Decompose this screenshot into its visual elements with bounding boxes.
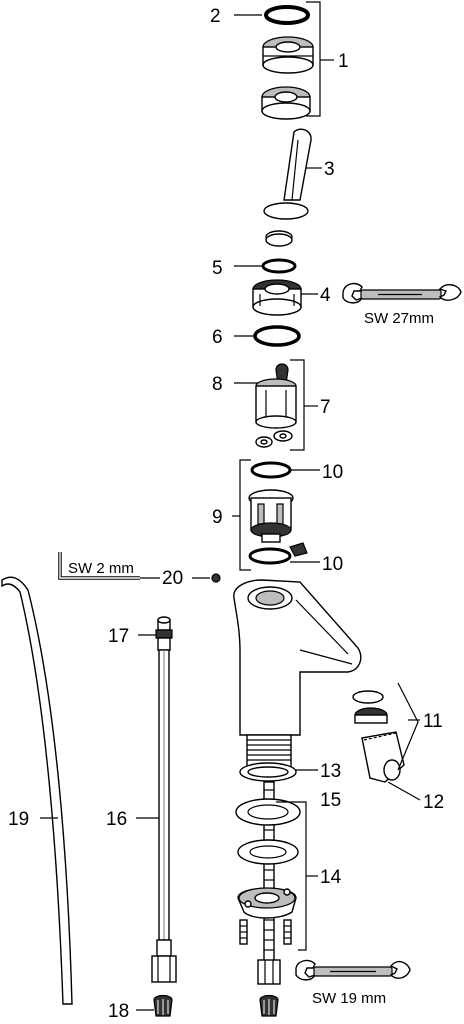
part-18-strainer-left xyxy=(153,994,173,1017)
part-15-washer xyxy=(235,798,301,826)
rod-hex-nut xyxy=(257,959,281,985)
part-13-gasket xyxy=(239,762,297,782)
part-10-o-ring-lower xyxy=(248,547,292,565)
callout-9: 9 xyxy=(212,507,223,528)
part-20-grub-screw xyxy=(211,573,221,583)
part-7-seals xyxy=(255,430,293,448)
part-14-mounting-plate xyxy=(237,887,297,919)
callout-10-upper: 10 xyxy=(322,462,343,483)
part-14-washer xyxy=(237,839,299,865)
callout-16: 16 xyxy=(106,809,127,830)
wrench-icon-19mm xyxy=(295,959,411,981)
part-9-diverter-body xyxy=(248,489,294,543)
allen-key-icon xyxy=(58,552,140,580)
callout-1: 1 xyxy=(338,51,349,72)
part-small-ring xyxy=(265,230,293,247)
callout-7: 7 xyxy=(320,397,331,418)
part-19-pop-up-rod xyxy=(1,576,73,1005)
allen-key-size-label: SW 2 mm xyxy=(68,560,134,577)
part-4-nut xyxy=(252,279,302,316)
part-5-o-ring xyxy=(261,258,297,274)
callout-2: 2 xyxy=(210,6,221,27)
part-18-strainer-right xyxy=(259,994,279,1017)
part-1-upper-bushing xyxy=(262,36,314,74)
callout-17: 17 xyxy=(108,626,129,647)
callout-18: 18 xyxy=(108,1001,129,1022)
callout-3: 3 xyxy=(324,159,335,180)
callout-6: 6 xyxy=(212,327,223,348)
callout-5: 5 xyxy=(212,258,223,279)
callout-11: 11 xyxy=(423,711,443,732)
callout-14: 14 xyxy=(320,867,342,888)
callout-13: 13 xyxy=(320,761,341,782)
wrench-size-label-27mm: SW 27mm xyxy=(364,310,434,327)
part-3-lever-handle xyxy=(263,128,312,220)
part-12-aerator-housing xyxy=(361,731,405,783)
part-14-screws xyxy=(239,919,292,945)
part-small-clip xyxy=(289,542,308,557)
part-11-aerator-ring xyxy=(352,690,384,704)
bracket-1 xyxy=(306,1,321,117)
callout-12: 12 xyxy=(423,792,444,813)
faucet-body xyxy=(233,579,362,768)
part-6-o-ring xyxy=(253,325,301,347)
part-8-cartridge xyxy=(255,363,297,429)
part-16-flexible-hose xyxy=(151,649,177,983)
wrench-icon-27mm xyxy=(342,282,462,304)
wrench-size-label-19mm: SW 19 mm xyxy=(312,990,386,1007)
part-10-o-ring-upper xyxy=(250,461,292,479)
part-1-lower-bushing xyxy=(261,86,311,120)
callout-15: 15 xyxy=(320,790,341,811)
callout-8: 8 xyxy=(212,374,223,395)
callout-19: 19 xyxy=(8,809,29,830)
part-17-hose-fitting xyxy=(155,616,173,651)
part-2-o-ring xyxy=(264,5,310,25)
callout-20: 20 xyxy=(162,568,183,589)
callout-4: 4 xyxy=(320,285,331,306)
callout-10-lower: 10 xyxy=(322,554,343,575)
part-11-aerator-insert xyxy=(354,707,388,724)
